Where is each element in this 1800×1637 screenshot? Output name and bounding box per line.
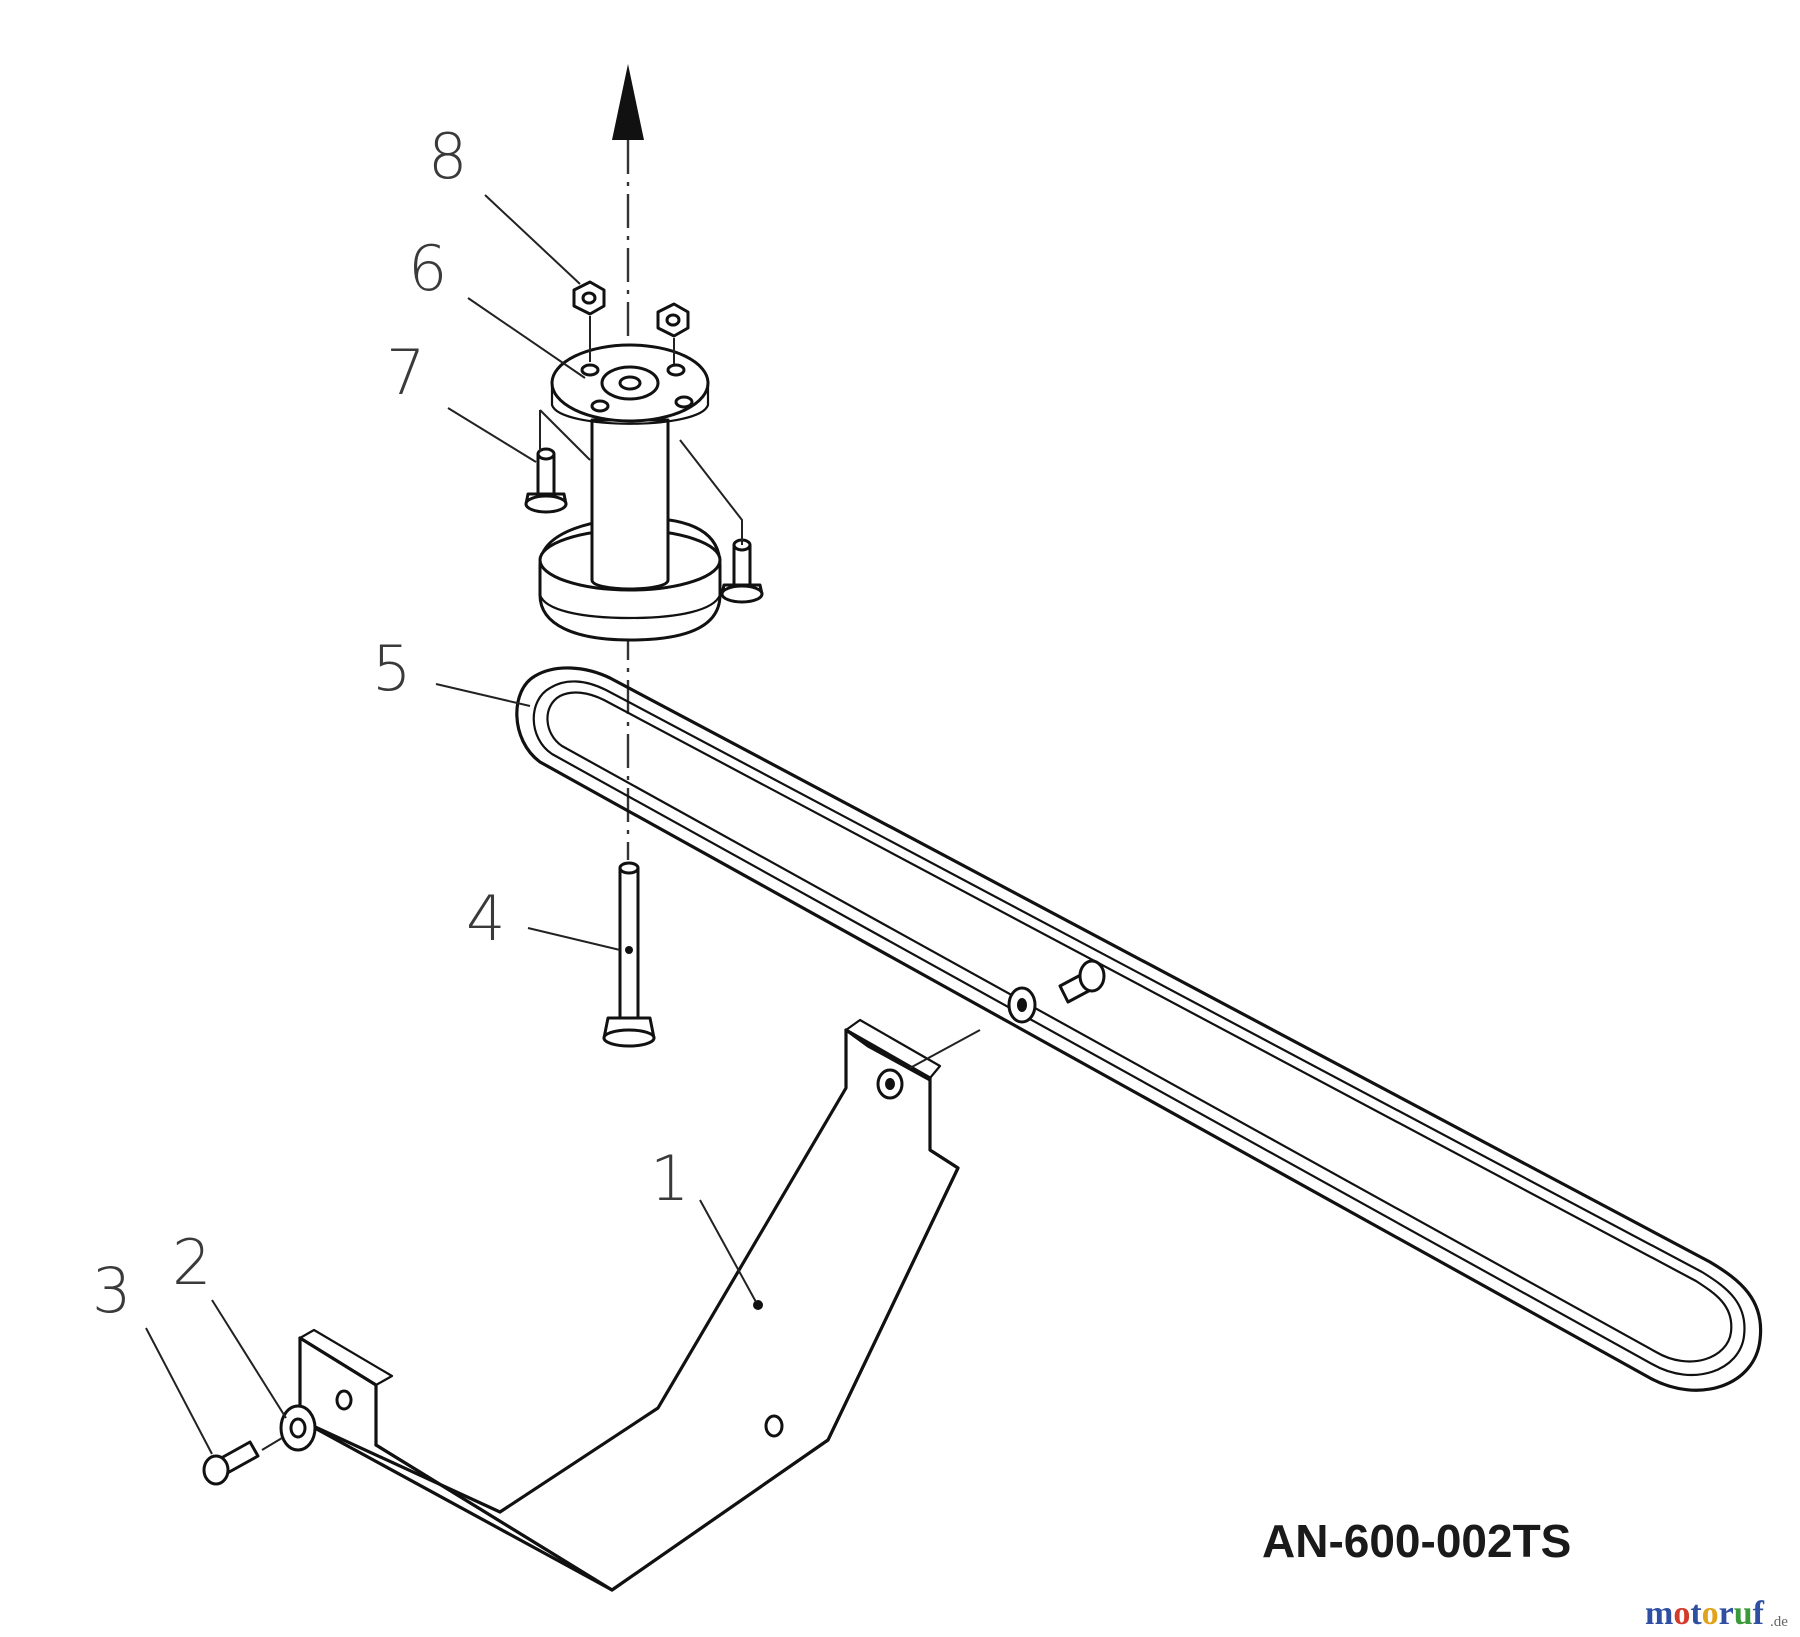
- part-label-1: 1: [650, 1142, 689, 1215]
- center-axis: [612, 64, 644, 860]
- part-label-8: 8: [428, 120, 467, 193]
- part-label-6: 6: [408, 232, 447, 305]
- watermark-letter: o: [1673, 1595, 1690, 1632]
- drawing-number: AN-600-002TS: [1262, 1515, 1571, 1567]
- up-arrow-icon: [612, 64, 644, 140]
- screw-part[interactable]: [524, 409, 764, 604]
- bolt-part[interactable]: [202, 1440, 260, 1486]
- nut-part[interactable]: [572, 280, 690, 364]
- watermark-letter: t: [1690, 1595, 1702, 1632]
- part-label-2: 2: [172, 1226, 211, 1299]
- v-belt-part[interactable]: [515, 666, 1763, 1392]
- belt-bolt-part[interactable]: [1007, 959, 1106, 1024]
- part-label-3: 3: [92, 1254, 131, 1327]
- watermark-letter: o: [1702, 1595, 1719, 1632]
- part-label-4: 4: [466, 882, 505, 955]
- bracket-part[interactable]: [298, 1018, 981, 1592]
- watermark-logo: motoruf: [1645, 1595, 1765, 1632]
- watermark-letter: f: [1753, 1595, 1765, 1632]
- watermark-letter: r: [1719, 1595, 1734, 1632]
- pulley-assembly-part[interactable]: [538, 343, 722, 642]
- watermark-letter: u: [1734, 1595, 1753, 1632]
- axle-bolt-part[interactable]: [602, 861, 656, 1048]
- washer-part[interactable]: [279, 1404, 317, 1452]
- leader-lines: [145, 194, 757, 1455]
- watermark-suffix: .de: [1770, 1614, 1788, 1630]
- part-label-5: 5: [372, 632, 411, 705]
- watermark-letter: m: [1645, 1595, 1673, 1632]
- part-label-7: 7: [386, 336, 425, 409]
